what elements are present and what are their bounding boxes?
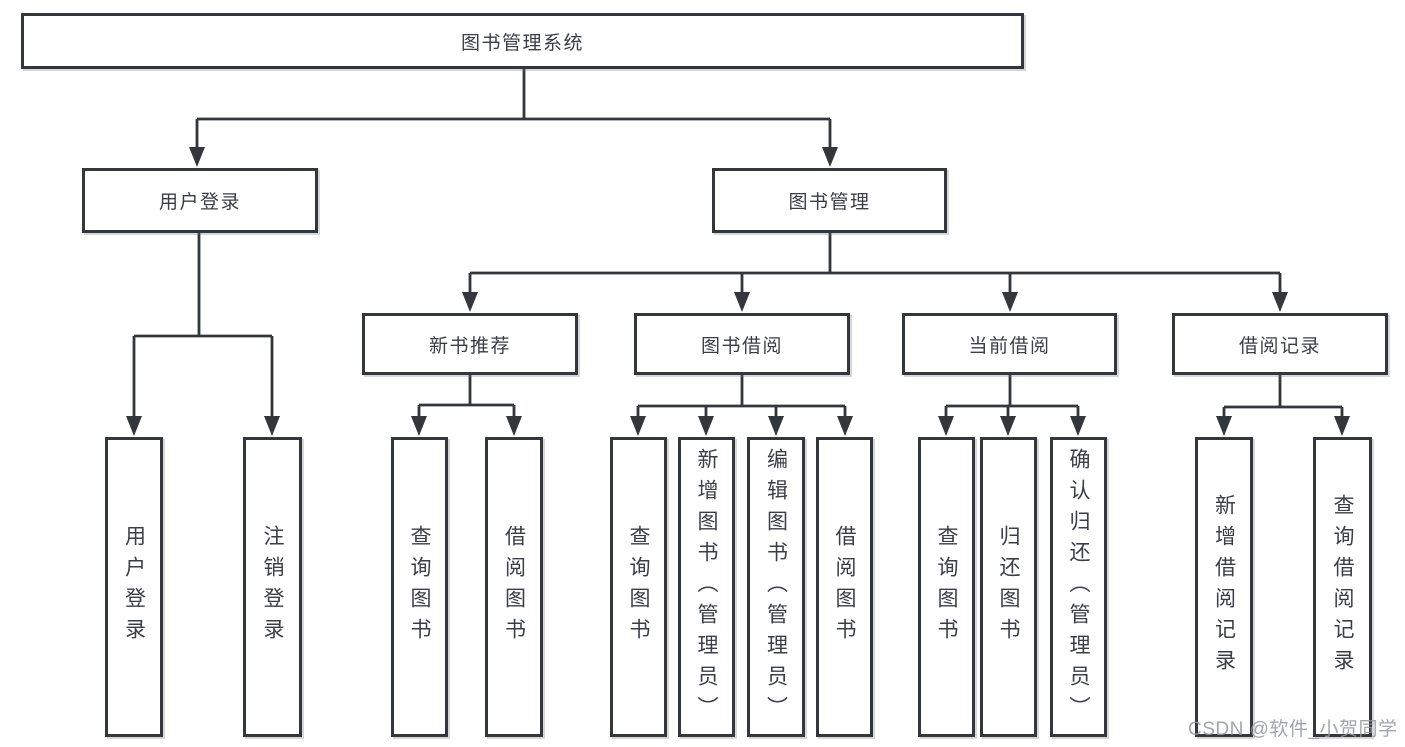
leaf-borrow-books-1: 借阅图书 xyxy=(485,437,543,737)
node-user-login: 用户登录 xyxy=(82,168,318,233)
leaf-confirm-return-admin-label: 确认归还（管理员） xyxy=(1067,447,1090,727)
node-new-book-recommend: 新书推荐 xyxy=(362,313,578,375)
leaf-borrow-books-2-label: 借阅图书 xyxy=(833,525,856,649)
leaf-query-books-3-label: 查询图书 xyxy=(935,525,958,649)
node-new-book-recommend-label: 新书推荐 xyxy=(428,335,511,357)
leaf-edit-book-admin: 编辑图书（管理员） xyxy=(747,437,805,737)
leaf-add-book-admin: 新增图书（管理员） xyxy=(678,437,735,737)
leaf-query-books-2-label: 查询图书 xyxy=(627,525,650,649)
leaf-confirm-return-admin: 确认归还（管理员） xyxy=(1050,437,1107,737)
node-library-system-label: 图书管理系统 xyxy=(460,32,584,54)
leaf-query-books-1-label: 查询图书 xyxy=(408,525,431,649)
leaf-add-book-admin-label: 新增图书（管理员） xyxy=(695,447,718,727)
node-current-borrow-label: 当前借阅 xyxy=(968,335,1051,357)
leaf-user-login: 用户登录 xyxy=(105,437,163,737)
leaf-add-borrow-record-label: 新增借阅记录 xyxy=(1212,494,1236,680)
leaf-query-borrow-record-label: 查询借阅记录 xyxy=(1331,494,1354,680)
leaf-borrow-books-1-label: 借阅图书 xyxy=(502,525,526,649)
leaf-query-borrow-record: 查询借阅记录 xyxy=(1313,437,1372,737)
leaf-borrow-books-2: 借阅图书 xyxy=(816,437,873,737)
leaf-query-books-2: 查询图书 xyxy=(610,437,667,737)
node-book-management: 图书管理 xyxy=(712,168,947,233)
leaf-query-books-1: 查询图书 xyxy=(391,437,448,737)
node-library-system: 图书管理系统 xyxy=(21,13,1024,69)
node-book-management-label: 图书管理 xyxy=(788,192,871,213)
leaf-return-books-label: 归还图书 xyxy=(997,525,1020,649)
watermark: CSDN @软件_小贺同学 xyxy=(1188,719,1398,740)
node-borrow-records-label: 借阅记录 xyxy=(1238,335,1321,357)
leaf-query-books-3: 查询图书 xyxy=(918,437,975,737)
leaf-user-login-label: 用户登录 xyxy=(122,525,146,649)
leaf-return-books: 归还图书 xyxy=(980,437,1037,737)
leaf-add-borrow-record: 新增借阅记录 xyxy=(1195,437,1253,737)
leaf-logout-label: 注销登录 xyxy=(261,525,284,649)
node-current-borrow: 当前借阅 xyxy=(902,313,1117,375)
leaf-logout: 注销登录 xyxy=(243,437,302,737)
node-book-borrow: 图书借阅 xyxy=(634,313,850,375)
leaf-edit-book-admin-label: 编辑图书（管理员） xyxy=(764,447,788,727)
node-book-borrow-label: 图书借阅 xyxy=(700,335,783,357)
node-user-login-label: 用户登录 xyxy=(158,192,241,213)
node-borrow-records: 借阅记录 xyxy=(1172,313,1388,375)
